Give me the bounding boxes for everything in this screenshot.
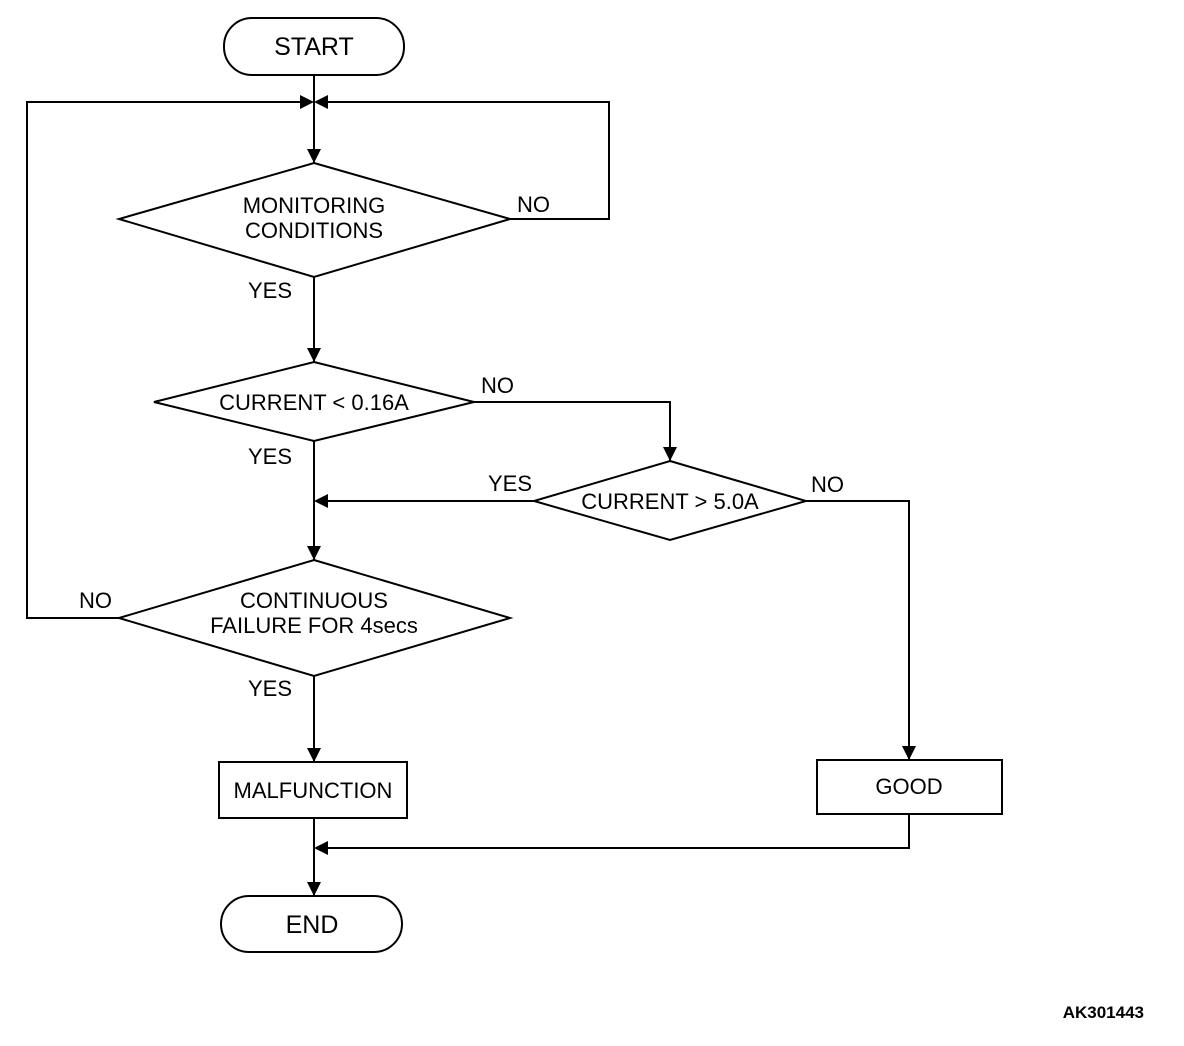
current-low-yes-label: YES (248, 444, 292, 469)
monitoring-label-line2: CONDITIONS (245, 218, 383, 243)
end-label: END (286, 911, 339, 939)
monitoring-yes-label: YES (248, 278, 292, 303)
malfunction-box (218, 761, 408, 819)
connector-current-high-no (806, 500, 910, 760)
reference-code: AK301443 (1063, 1003, 1144, 1022)
connector-current-low-no (474, 401, 671, 461)
arrowhead-current-low-in (307, 348, 321, 362)
continuous-no-label: NO (79, 588, 112, 613)
arrowhead-good-in (902, 746, 916, 760)
arrowhead-continuous-in (307, 546, 321, 560)
arrowhead-malfunction-in (307, 748, 321, 762)
arrowhead-current-high-yes (314, 494, 328, 508)
monitoring-no-label: NO (517, 192, 550, 217)
start-label: START (274, 33, 354, 61)
current-high-decision (530, 459, 810, 542)
good-label: GOOD (875, 774, 942, 799)
continuous-yes-label: YES (248, 676, 292, 701)
malfunction-label: MALFUNCTION (234, 778, 393, 803)
continuous-label-line2: FAILURE FOR 4secs (210, 613, 418, 638)
connector-monitoring-no-loop (328, 101, 610, 220)
current-low-label: CURRENT < 0.16A (219, 390, 409, 415)
arrowhead-current-high-in (663, 447, 677, 461)
arrowhead-monitoring-in (307, 149, 321, 163)
end-terminal (220, 895, 403, 953)
arrowhead-good-merge (314, 841, 328, 855)
connector-good-to-end (328, 814, 910, 849)
continuous-label-line1: CONTINUOUS (240, 588, 388, 613)
current-low-no-label: NO (481, 373, 514, 398)
current-high-no-label: NO (811, 472, 844, 497)
connector-continuous-no-loop (26, 101, 300, 619)
arrowhead-loop-right (314, 95, 328, 109)
arrowhead-loop-left (300, 95, 314, 109)
monitoring-label-line1: MONITORING (243, 193, 386, 218)
good-box (816, 759, 1003, 815)
arrowhead-end-in (307, 882, 321, 896)
current-high-label: CURRENT > 5.0A (581, 489, 759, 514)
current-high-yes-label: YES (488, 471, 532, 496)
